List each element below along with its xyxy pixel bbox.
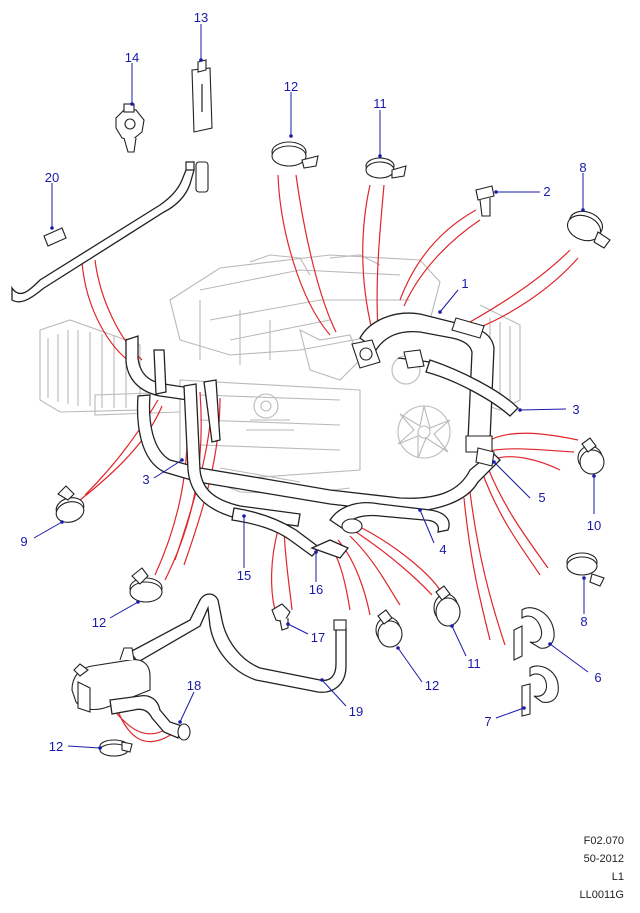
callout-8-top: 8 [579, 160, 586, 175]
hose-15-heater-feed [125, 335, 301, 527]
callout-15: 15 [237, 568, 251, 583]
hose-3-main-return [136, 349, 519, 513]
figure-number: F02.070 [583, 835, 624, 847]
callout-3-left: 3 [142, 472, 149, 487]
hose-20-bleed-pipe [11, 161, 209, 303]
callout-4: 4 [439, 542, 446, 557]
callout-12-center: 12 [425, 678, 439, 693]
callout-leaders [33, 24, 596, 750]
callout-7: 7 [484, 714, 491, 729]
level-code: L1 [611, 871, 624, 883]
callout-19: 19 [349, 704, 363, 719]
callout-8-lower: 8 [580, 614, 587, 629]
part-14-clip [115, 103, 145, 153]
callout-20: 20 [45, 170, 59, 185]
callout-17: 17 [311, 630, 325, 645]
callout-11-top: 11 [373, 96, 387, 111]
illustration-code: LL0011G [579, 889, 624, 901]
callout-2: 2 [543, 184, 550, 199]
callout-3-right: 3 [572, 402, 579, 417]
callout-12-top: 12 [284, 79, 298, 94]
callout-18: 18 [187, 678, 201, 693]
red-leader-lines [79, 174, 579, 743]
callout-6: 6 [594, 670, 601, 685]
callout-12-bottom: 12 [49, 739, 63, 754]
callout-10: 10 [587, 518, 601, 533]
callout-14: 14 [125, 50, 139, 65]
callout-11-lower: 11 [467, 656, 481, 671]
part-13-bracket [191, 59, 213, 133]
callout-9: 9 [20, 534, 27, 549]
callout-1: 1 [461, 276, 468, 291]
model-year-range: 50-2012 [583, 853, 624, 865]
part-2-bleed-screw [475, 185, 495, 217]
part-18-expansion-tank [71, 647, 191, 741]
hose-1-top-radiator [351, 312, 495, 453]
clamp-group [55, 141, 611, 757]
callout-13: 13 [194, 10, 208, 25]
callout-5: 5 [538, 490, 545, 505]
callout-labels: 13 14 12 11 2 8 20 1 3 3 5 4 10 9 15 16 … [20, 10, 601, 754]
callout-12-left: 12 [92, 615, 106, 630]
callout-16: 16 [309, 582, 323, 597]
